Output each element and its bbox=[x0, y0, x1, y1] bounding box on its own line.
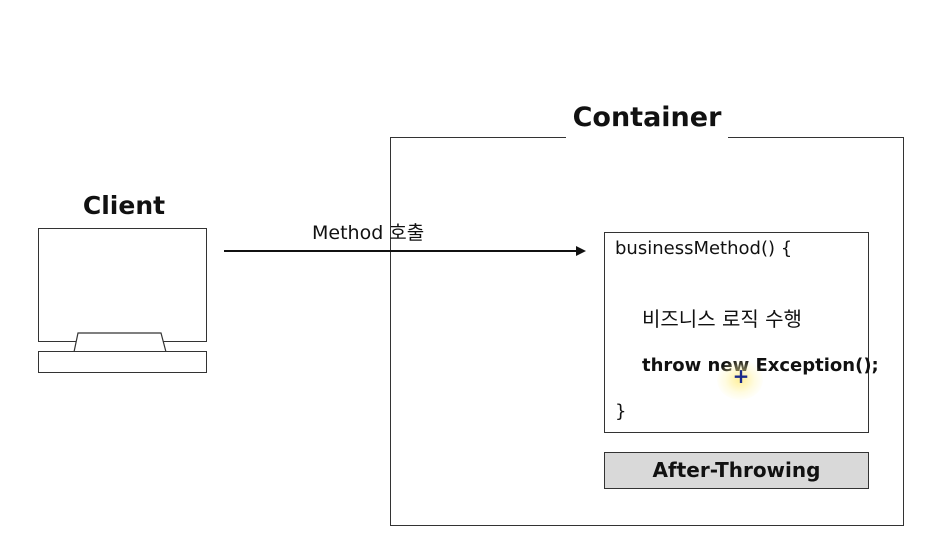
container-title-background bbox=[566, 110, 728, 150]
client-monitor bbox=[38, 228, 207, 342]
code-line-close-brace: } bbox=[615, 401, 627, 422]
cursor-highlight bbox=[717, 360, 763, 400]
code-line-signature: businessMethod() { bbox=[615, 238, 793, 259]
client-title: Client bbox=[82, 191, 166, 220]
client-keyboard-base bbox=[38, 351, 207, 373]
business-method-box bbox=[604, 232, 869, 433]
code-line-business-logic: 비즈니스 로직 수행 bbox=[642, 307, 802, 331]
method-call-label: Method 호출 bbox=[312, 222, 425, 244]
method-call-arrow bbox=[224, 246, 586, 256]
code-line-throw: throw new Exception(); bbox=[642, 355, 879, 376]
after-throwing-advice: After-Throwing bbox=[604, 452, 869, 489]
crosshair-cursor-icon: + bbox=[732, 364, 750, 388]
container-title: Container bbox=[572, 102, 722, 133]
